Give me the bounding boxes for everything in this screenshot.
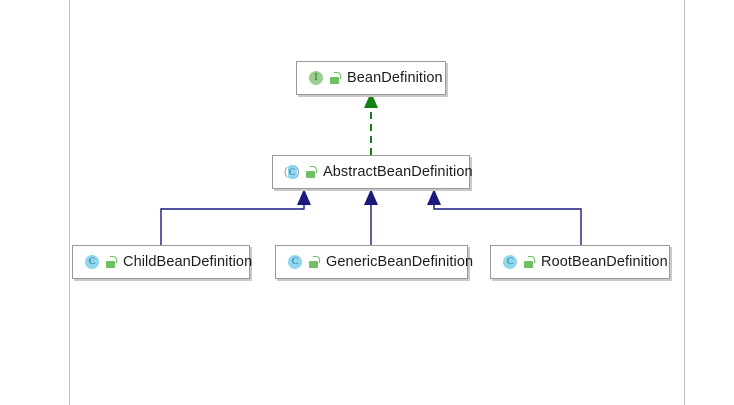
padlock-open-icon — [523, 255, 535, 269]
class-node-label: GenericBeanDefinition — [326, 254, 474, 270]
class-node-label: AbstractBeanDefinition — [323, 164, 473, 180]
inheritance-arrowhead — [297, 189, 311, 205]
panel-divider-left — [69, 0, 70, 405]
edge-line — [160, 203, 305, 245]
abstract-class-icon: ( C ) — [284, 165, 300, 179]
class-node-abstract-bean-definition[interactable]: ( C ) AbstractBeanDefinition — [272, 155, 473, 189]
edge-abstract-implements-bean[interactable] — [364, 92, 378, 155]
inheritance-arrowhead — [427, 189, 441, 205]
edge-child-extends-abstract[interactable] — [160, 189, 311, 245]
edge-root-extends-abstract[interactable] — [427, 189, 582, 245]
class-node-generic-bean-definition[interactable]: C GenericBeanDefinition — [275, 245, 473, 279]
class-node-root-bean-definition[interactable]: C RootBeanDefinition — [490, 245, 670, 279]
edge-generic-extends-abstract[interactable] — [364, 189, 378, 245]
realization-arrowhead — [364, 92, 378, 108]
edge-line — [433, 203, 582, 245]
padlock-open-icon — [308, 255, 320, 269]
interface-icon: I — [308, 70, 324, 86]
class-node-label: BeanDefinition — [347, 70, 443, 86]
class-node-child-bean-definition[interactable]: C ChildBeanDefinition — [72, 245, 253, 279]
panel-divider-right — [684, 0, 685, 405]
class-icon: C — [287, 254, 303, 270]
class-node-bean-definition[interactable]: I BeanDefinition — [296, 61, 446, 95]
class-node-label: RootBeanDefinition — [541, 254, 668, 270]
padlock-open-icon — [329, 71, 341, 85]
class-node-label: ChildBeanDefinition — [123, 254, 253, 270]
class-icon: C — [84, 254, 100, 270]
padlock-open-icon — [105, 255, 117, 269]
inheritance-arrowhead — [364, 189, 378, 205]
padlock-open-icon — [305, 165, 317, 179]
class-icon: C — [502, 254, 518, 270]
